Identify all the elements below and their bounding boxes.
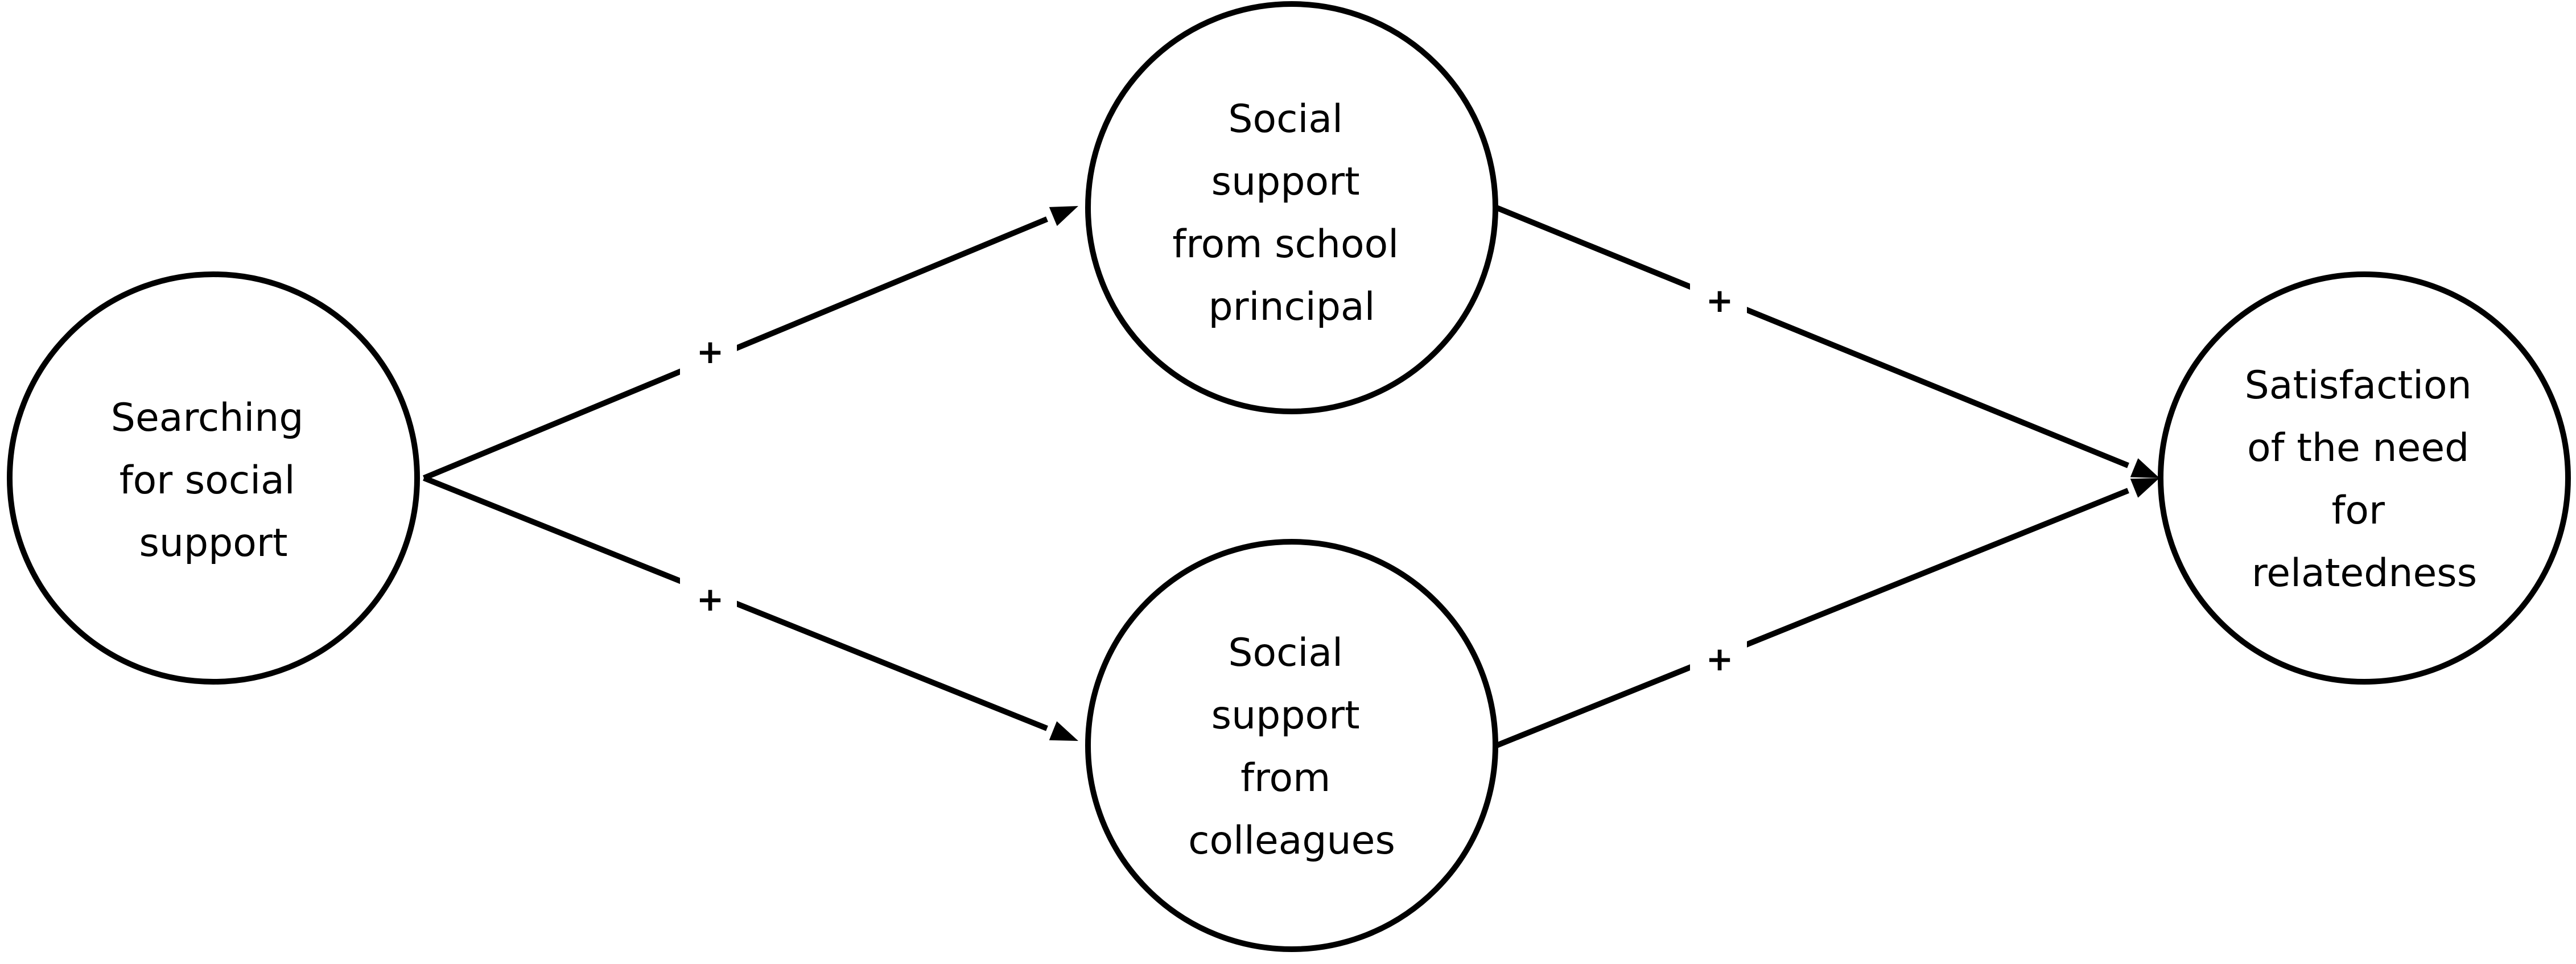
arrowhead-icon xyxy=(1049,721,1078,741)
node-circle xyxy=(2158,271,2571,685)
edge-sign: + xyxy=(696,332,724,371)
edge-sign: + xyxy=(1706,640,1734,678)
node-circle xyxy=(1085,539,1498,952)
node-satisfaction-need-for-relatedness: Satisfaction of the need for relatedness xyxy=(2158,271,2571,685)
edge-sign: + xyxy=(1706,281,1734,320)
sign-label-principal-to-relatedness: + xyxy=(1690,279,1747,324)
node-label: Social support from colleagues xyxy=(1188,631,1395,863)
edge-searching-to-principal xyxy=(423,206,1078,481)
node-circle xyxy=(7,271,420,685)
node-circle xyxy=(1085,1,1498,414)
node-support-from-colleagues: Social support from colleagues xyxy=(1085,539,1498,952)
edge-colleagues-to-relatedness xyxy=(1495,478,2159,748)
node-support-from-principal: Social support from school principal xyxy=(1085,1,1498,414)
edge-principal-to-relatedness xyxy=(1495,205,2159,478)
node-label: Satisfaction of the need for relatedness xyxy=(2245,363,2484,596)
edge-sign: + xyxy=(696,580,724,619)
sign-label-searching-to-principal: + xyxy=(680,330,737,376)
sign-label-searching-to-colleagues: + xyxy=(680,578,737,623)
node-label: Social support from school principal xyxy=(1172,97,1411,329)
sign-label-colleagues-to-relatedness: + xyxy=(1690,637,1747,683)
edge-line xyxy=(1495,205,2129,468)
node-searching-for-social-support: Searching for social support xyxy=(7,271,420,685)
node-label: Searching for social support xyxy=(111,396,316,566)
arrowhead-icon xyxy=(2130,478,2159,498)
edge-searching-to-colleagues xyxy=(423,475,1078,741)
arrowhead-icon xyxy=(2130,458,2159,478)
edge-line xyxy=(1495,488,2129,748)
arrowhead-icon xyxy=(1049,206,1078,226)
